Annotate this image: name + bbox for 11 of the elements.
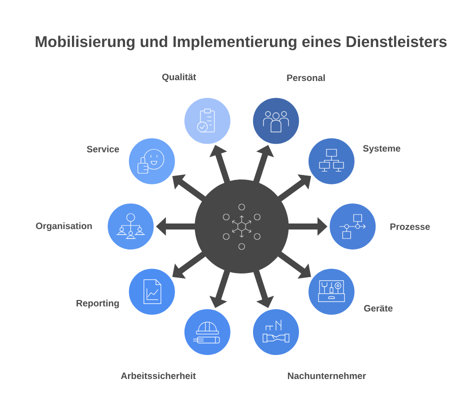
category-label: Arbeitssicherheit (120, 372, 196, 380)
category-label: Reporting (76, 300, 119, 308)
category-label: Geräte (364, 305, 393, 312)
category-label: Personal (287, 74, 325, 82)
category-label: Organisation (36, 222, 92, 231)
category-label: Nachunternehmer (288, 372, 366, 380)
category-label: Systeme (363, 145, 400, 154)
category-label: Service (86, 146, 120, 152)
title: Mobilisierung und Implementierung eines Dienstleisters (36, 36, 447, 50)
category-label: Qualität (162, 73, 196, 82)
category-label: Prozesse (390, 223, 430, 230)
